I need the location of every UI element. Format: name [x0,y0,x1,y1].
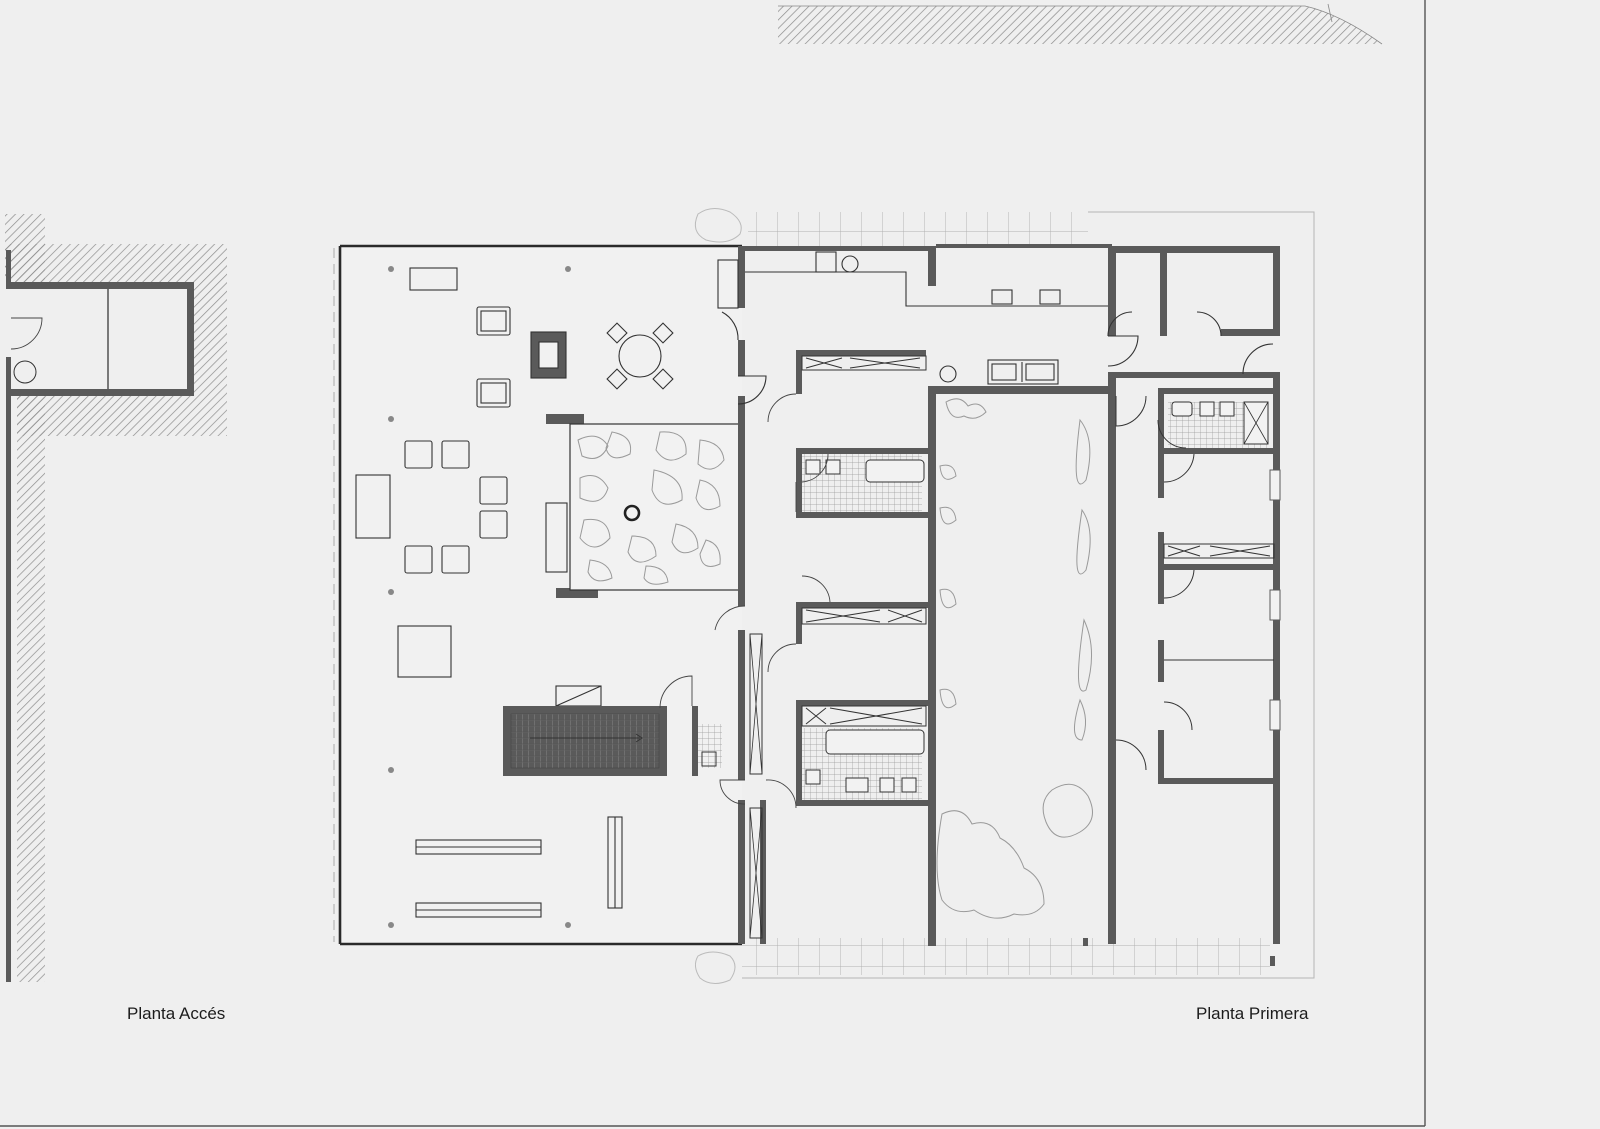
interior-walls [738,244,1280,946]
living-area [333,244,742,946]
furniture [355,267,674,918]
access-floor-plan [5,214,227,982]
guest-toilet [659,675,722,776]
bedrooms-east [1115,395,1281,771]
terrain-section-top [778,3,1383,45]
garden [936,398,1093,919]
staircase [503,706,667,776]
first-floor-title: Planta Primera [1196,1004,1309,1023]
first-floor-plan [333,208,1315,984]
sheet-border [0,0,1426,1127]
interior-patio [546,414,741,598]
kitchen [717,251,1274,405]
access-floor-title: Planta Accés [127,1004,226,1023]
paving-south [742,938,1270,975]
paving-north [748,212,1088,246]
bedrooms-west [714,355,927,939]
